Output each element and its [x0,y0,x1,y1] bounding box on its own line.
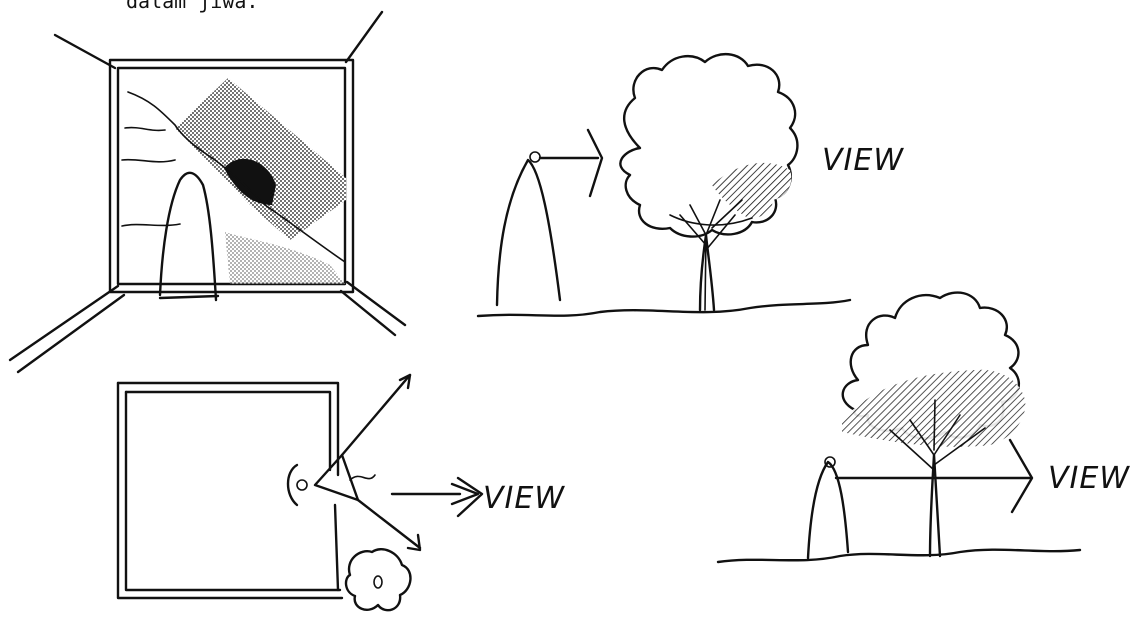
plan-view-sketch [118,375,482,610]
plan-view-label: VIEW [483,481,565,516]
window-perspective-sketch [10,12,405,372]
top-tree-view-label: VIEW [822,143,904,178]
tree-view-sketch-top [478,54,850,316]
tree-view-sketch-bottom [718,293,1080,562]
window-view [122,78,360,284]
caption-text: dalam jiwa. [126,0,258,13]
bottom-tree-view-label: VIEW [1048,461,1130,496]
